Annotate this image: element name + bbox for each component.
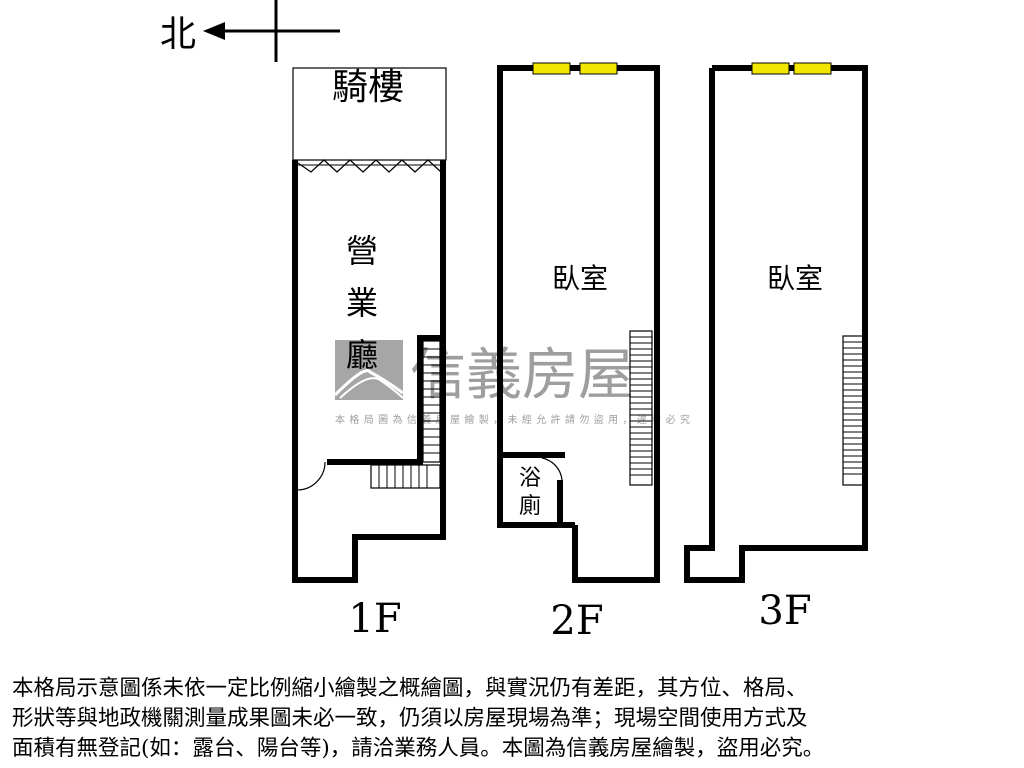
stairs-1f — [370, 340, 441, 489]
room-label-bedroom-3f: 臥室 — [767, 262, 823, 295]
window-icon — [532, 62, 571, 75]
disclaimer-line: 面積有無登記(如：露台、陽台等)，請洽業務人員。本圖為信義房屋繪製，盜用必究。 — [12, 736, 825, 761]
window-icon — [793, 62, 832, 75]
disclaimer: 本格局示意圖係未依一定比例縮小繪製之概繪圖，與實況仍有差距，其方位、格局、 形狀… — [12, 674, 1017, 764]
floor-label-3f: 3F — [758, 588, 811, 634]
watermark-notice: 本格局圖為信義房屋繪製，未經允許請勿盜用，違者必究 — [335, 413, 690, 426]
floor-2f — [497, 62, 660, 583]
room-label-hall-3: 廳 — [346, 336, 378, 374]
floor-label-2f: 2F — [550, 598, 603, 644]
door-icon — [541, 457, 563, 481]
floor-1f — [292, 67, 447, 583]
window-icon — [751, 62, 790, 75]
window-icon — [579, 62, 618, 75]
disclaimer-line: 形狀等與地政機關測量成果圖未必一致，仍須以房屋現場為準；現場空間使用方式及 — [12, 706, 808, 731]
room-label-hall-1: 營 — [346, 232, 378, 270]
floor-plan: 信義房屋 本格局圖為信義房屋繪製，未經允許請勿盜用，違者必究 北 騎樓 營 業 … — [160, 0, 868, 644]
room-label-arcade: 騎樓 — [332, 67, 404, 108]
north-arrow-icon — [203, 0, 340, 62]
stairs-2f — [629, 330, 653, 486]
room-label-hall-2: 業 — [346, 284, 378, 322]
watermark: 信義房屋 本格局圖為信義房屋繪製，未經允許請勿盜用，違者必究 — [333, 340, 690, 426]
arcade-area — [292, 67, 447, 161]
floor-3f — [684, 62, 868, 583]
disclaimer-line: 本格局示意圖係未依一定比例縮小繪製之概繪圖，與實況仍有差距，其方位、格局、 — [12, 676, 808, 701]
stairs-3f — [842, 335, 866, 486]
door-icon — [296, 460, 326, 491]
stair-outline — [629, 330, 653, 486]
stair-outline — [422, 340, 441, 463]
stair-outline — [370, 464, 441, 489]
room-label-bedroom-2f: 臥室 — [552, 262, 608, 295]
room-label-bath-1: 浴 — [519, 466, 541, 491]
watermark-brand: 信義房屋 — [410, 343, 634, 408]
floor-label-1f: 1F — [348, 596, 401, 642]
north-label: 北 — [160, 14, 196, 55]
room-label-bath-2: 廁 — [519, 494, 541, 519]
stair-outline — [842, 335, 866, 486]
